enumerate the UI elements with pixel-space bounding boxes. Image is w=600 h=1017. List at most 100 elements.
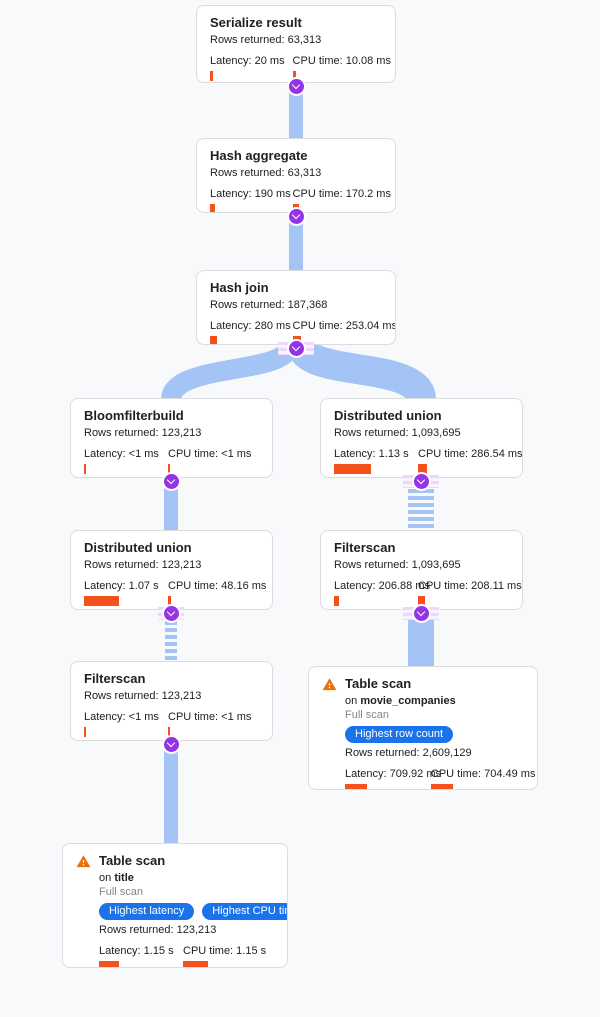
cpu-time-metric: CPU time: 704.49 ms: [430, 767, 536, 789]
cpu-time-label: CPU time: 10.08 ms: [292, 55, 391, 67]
node-table-line: on movie_companies: [345, 694, 524, 708]
latency-bar: [210, 71, 213, 81]
metrics-row: Latency: 709.92 ms CPU time: 704.49 ms: [345, 767, 536, 789]
edge-bloomfilterbuild-to-distributedunion-left: [164, 475, 178, 533]
latency-metric: Latency: 280 ms: [210, 319, 293, 344]
edge-hashaggregate-to-hashjoin: [289, 210, 303, 272]
plan-node-serialize-result[interactable]: Serialize result Rows returned: 63,313 L…: [196, 5, 396, 83]
cpu-time-metric: CPU time: <1 ms: [168, 447, 259, 474]
cpu-time-label: CPU time: 1.15 s: [183, 945, 267, 957]
latency-metric: Latency: <1 ms: [84, 710, 168, 737]
cpu-time-bar: [183, 961, 208, 967]
collapse-chevron-hash-aggregate[interactable]: [288, 208, 304, 224]
rows-returned: Rows returned: 123,213: [84, 559, 202, 571]
latency-bar: [210, 336, 217, 344]
insight-badge: Highest latency: [99, 903, 195, 920]
cpu-time-label: CPU time: 48.16 ms: [168, 580, 267, 592]
edge-serialize-to-hashaggregate: [289, 80, 303, 140]
metrics-row: Latency: <1 ms CPU time: <1 ms: [84, 710, 259, 737]
warning-icon: [322, 678, 337, 691]
collapse-chevron-distributed-union-left[interactable]: [163, 605, 179, 621]
latency-label: Latency: 1.07 s: [84, 580, 159, 592]
edge-filterscan-left-to-tablescan-left: [164, 741, 178, 845]
node-title: Filterscan: [334, 540, 396, 555]
rows-returned: Rows returned: 63,313: [210, 34, 322, 46]
cpu-time-bar: [168, 464, 170, 474]
node-table-line: on title: [99, 871, 274, 885]
latency-metric: Latency: 1.15 s: [99, 944, 183, 967]
latency-metric: Latency: 190 ms: [210, 187, 293, 212]
collapse-chevron-hash-join[interactable]: [288, 340, 304, 356]
latency-metric: Latency: 709.92 ms: [345, 767, 441, 789]
latency-label: Latency: 190 ms: [210, 188, 291, 200]
cpu-time-bar: [418, 596, 425, 606]
cpu-time-label: CPU time: <1 ms: [168, 448, 252, 460]
plan-node-bloomfilterbuild[interactable]: Bloomfilterbuild Rows returned: 123,213 …: [70, 398, 273, 478]
metrics-row: Latency: 280 ms CPU time: 253.04 ms: [210, 319, 395, 344]
edge-hashjoin-to-distributedunion-right: [287, 340, 436, 404]
collapse-chevron-filterscan-left[interactable]: [163, 736, 179, 752]
cpu-time-label: CPU time: 704.49 ms: [430, 768, 536, 780]
rows-returned: Rows returned: 2,609,129: [345, 747, 472, 759]
cpu-time-metric: CPU time: 48.16 ms: [168, 579, 267, 606]
node-title: Table scan: [99, 853, 166, 868]
cpu-time-metric: CPU time: 253.04 ms: [292, 319, 395, 344]
metrics-row: Latency: <1 ms CPU time: <1 ms: [84, 447, 259, 474]
cpu-time-label: CPU time: 208.11 ms: [418, 580, 522, 592]
latency-metric: Latency: <1 ms: [84, 447, 168, 474]
cpu-time-bar: [168, 727, 170, 737]
insight-badge: Highest CPU time: [202, 903, 287, 920]
node-title: Table scan: [345, 676, 412, 691]
plan-node-distributed-union-left[interactable]: Distributed union Rows returned: 123,213…: [70, 530, 273, 610]
metrics-row: Latency: 206.88 ms CPU time: 208.11 ms: [334, 579, 522, 606]
node-title: Hash join: [210, 280, 269, 295]
rows-returned: Rows returned: 63,313: [210, 167, 322, 179]
cpu-time-bar: [292, 71, 296, 81]
plan-node-table-scan-right[interactable]: Table scan on movie_companies Full scan …: [308, 666, 538, 790]
metrics-row: Latency: 20 ms CPU time: 10.08 ms: [210, 54, 391, 81]
cpu-time-bar: [418, 464, 427, 474]
edge-distributedunion-right-to-filterscan-right: [408, 489, 434, 530]
latency-label: Latency: 206.88 ms: [334, 580, 431, 592]
node-title: Bloomfilterbuild: [84, 408, 184, 423]
plan-node-filterscan-left[interactable]: Filterscan Rows returned: 123,213 Latenc…: [70, 661, 273, 741]
cpu-time-metric: CPU time: 170.2 ms: [292, 187, 391, 212]
rows-returned: Rows returned: 123,213: [99, 924, 217, 936]
plan-node-distributed-union-right[interactable]: Distributed union Rows returned: 1,093,6…: [320, 398, 523, 478]
metrics-row: Latency: 190 ms CPU time: 170.2 ms: [210, 187, 391, 212]
plan-node-filterscan-right[interactable]: Filterscan Rows returned: 1,093,695 Late…: [320, 530, 523, 610]
latency-metric: Latency: 206.88 ms: [334, 579, 431, 606]
latency-bar: [84, 727, 86, 737]
plan-node-hash-join[interactable]: Hash join Rows returned: 187,368 Latency…: [196, 270, 396, 345]
latency-label: Latency: <1 ms: [84, 448, 159, 460]
node-title: Filterscan: [84, 671, 146, 686]
collapse-chevron-distributed-union-right[interactable]: [413, 473, 429, 489]
rows-returned: Rows returned: 187,368: [210, 299, 328, 311]
edge-hashjoin-to-bloomfilterbuild: [161, 341, 300, 403]
latency-bar: [84, 464, 86, 474]
cpu-time-metric: CPU time: <1 ms: [168, 710, 259, 737]
latency-label: Latency: 1.13 s: [334, 448, 409, 460]
cpu-time-metric: CPU time: 1.15 s: [183, 944, 274, 967]
collapse-chevron-filterscan-right[interactable]: [413, 605, 429, 621]
node-title: Distributed union: [334, 408, 442, 423]
latency-bar: [210, 204, 215, 212]
latency-label: Latency: 20 ms: [210, 55, 285, 67]
latency-metric: Latency: 20 ms: [210, 54, 293, 81]
latency-bar: [99, 961, 119, 967]
rows-returned: Rows returned: 123,213: [84, 427, 202, 439]
metrics-row: Latency: 1.13 s CPU time: 286.54 ms: [334, 447, 522, 474]
cpu-time-bar: [430, 784, 453, 789]
table-name: movie_companies: [360, 695, 456, 707]
collapse-chevron-bloomfilterbuild[interactable]: [163, 473, 179, 489]
cpu-time-label: CPU time: 170.2 ms: [292, 188, 391, 200]
latency-bar: [84, 596, 119, 606]
latency-metric: Latency: 1.07 s: [84, 579, 168, 606]
metrics-row: Latency: 1.07 s CPU time: 48.16 ms: [84, 579, 267, 606]
warning-icon: [76, 855, 91, 868]
plan-node-table-scan-left[interactable]: Table scan on title Full scan Highest la…: [62, 843, 288, 968]
plan-node-hash-aggregate[interactable]: Hash aggregate Rows returned: 63,313 Lat…: [196, 138, 396, 213]
collapse-chevron-serialize-result[interactable]: [288, 78, 304, 94]
insight-badge: Highest row count: [345, 726, 454, 743]
